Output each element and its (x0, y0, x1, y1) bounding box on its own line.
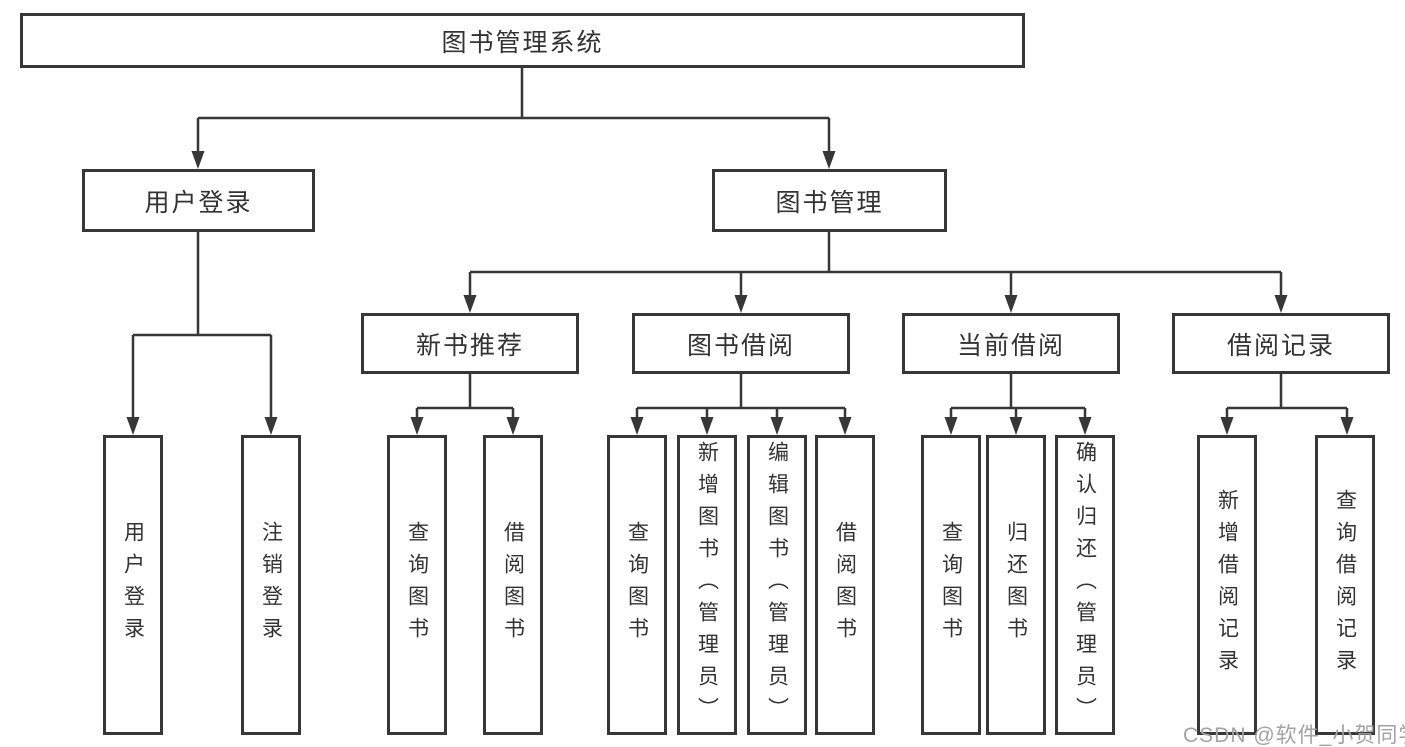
node-book-management-branch: 图书管理 (712, 169, 947, 232)
leaf-borrow-books-recommend: 借阅图书 (483, 435, 543, 735)
leaf-add-books-admin: 新增图书（管理员） (677, 435, 737, 735)
leaf-edit-books-admin: 编辑图书（管理员） (747, 435, 807, 735)
node-book-borrowing: 图书借阅 (632, 313, 850, 374)
leaf-user-login: 用户登录 (103, 435, 163, 735)
leaf-query-books-borrow: 查询图书 (607, 435, 667, 735)
leaf-confirm-return-admin: 确认归还（管理员） (1055, 435, 1115, 735)
csdn-watermark: CSDN @软件_小贺同学 (1183, 724, 1405, 747)
node-user-login-branch: 用户登录 (82, 169, 315, 232)
leaf-borrow-books: 借阅图书 (815, 435, 875, 735)
node-borrowing-records: 借阅记录 (1172, 313, 1390, 374)
arrowheads (126, 151, 1354, 435)
node-current-borrowing: 当前借阅 (902, 313, 1120, 374)
connector-segments (131, 68, 1349, 419)
node-new-book-recommend: 新书推荐 (361, 313, 579, 374)
leaf-logout: 注销登录 (241, 435, 301, 735)
leaf-add-borrow-record: 新增借阅记录 (1197, 435, 1257, 735)
leaf-query-books-current: 查询图书 (921, 435, 981, 735)
leaf-query-borrow-record: 查询借阅记录 (1315, 435, 1375, 735)
leaf-query-books-recommend: 查询图书 (387, 435, 447, 735)
node-library-management-system: 图书管理系统 (20, 13, 1025, 68)
leaf-return-books: 归还图书 (986, 435, 1046, 735)
